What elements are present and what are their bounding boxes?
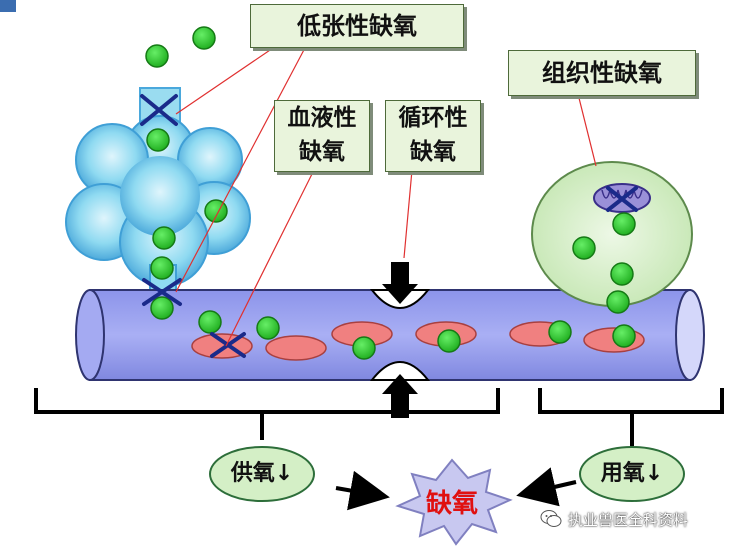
wechat-icon	[540, 510, 562, 527]
oxygen-molecule	[192, 26, 216, 50]
watermark: 执业兽医全科资料	[540, 506, 688, 532]
cross-mitochondrion	[606, 186, 638, 212]
brackets	[34, 388, 724, 446]
label-hemic-line2: 缺氧	[299, 139, 345, 165]
label-circulatory-hypoxia: 循环性 缺氧	[385, 100, 481, 172]
cross-red-cell	[210, 332, 246, 358]
oxygen-use-oval	[579, 446, 685, 502]
oxygen-supply-label: 供氧↓	[230, 461, 294, 486]
oxygen-molecule	[198, 310, 222, 334]
oxygen-molecule	[606, 290, 630, 314]
leader-lines	[175, 45, 597, 347]
oxygen-molecule	[204, 199, 228, 223]
cross-airway	[140, 94, 178, 126]
oxygen-molecules	[145, 26, 636, 360]
oxygen-molecule	[150, 296, 174, 320]
oxygen-molecule	[612, 324, 636, 348]
arrow-supply-to-hypoxia	[335, 470, 390, 511]
arrow-use-to-hypoxia	[516, 467, 577, 507]
red-cell	[265, 335, 327, 361]
label-hemic-line1: 血液性	[287, 105, 357, 131]
oxygen-molecule	[152, 226, 176, 250]
oxygen-molecule	[145, 44, 169, 68]
oxygen-use-label: 用氧↓	[600, 461, 664, 486]
label-circulatory-line1: 循环性	[398, 105, 468, 131]
hypoxia-label: 缺氧	[425, 489, 478, 519]
circulatory-pointer	[403, 169, 413, 259]
block-crosses	[140, 94, 638, 358]
oxygen-molecule	[437, 329, 461, 353]
slide-bullet	[0, 0, 16, 12]
label-histotoxic-hypoxia: 组织性缺氧	[508, 50, 696, 96]
label-hypotonic-text: 低张性缺氧	[297, 12, 417, 40]
alveoli	[65, 87, 251, 296]
label-hypotonic-hypoxia: 低张性缺氧	[250, 4, 464, 48]
cross-alveolar-wall	[142, 278, 182, 306]
oxygen-molecule	[610, 262, 634, 286]
tissue-cell	[531, 161, 693, 307]
hypoxia-starburst	[395, 458, 513, 546]
oxygen-molecule	[548, 320, 572, 344]
label-hemic-hypoxia: 血液性 缺氧	[274, 100, 370, 172]
oxygen-molecule	[150, 256, 174, 280]
label-histotoxic-text: 组织性缺氧	[542, 59, 662, 87]
watermark-text: 执业兽医全科资料	[568, 510, 689, 529]
oxygen-molecule	[572, 236, 596, 260]
oxygen-molecule	[612, 212, 636, 236]
oxygen-molecule	[256, 316, 280, 340]
oxygen-molecule	[352, 336, 376, 360]
oxygen-supply-oval	[209, 446, 315, 502]
compression-arrow-down	[382, 262, 418, 304]
label-circulatory-line2: 缺氧	[410, 139, 456, 165]
oxygen-molecule	[146, 128, 170, 152]
